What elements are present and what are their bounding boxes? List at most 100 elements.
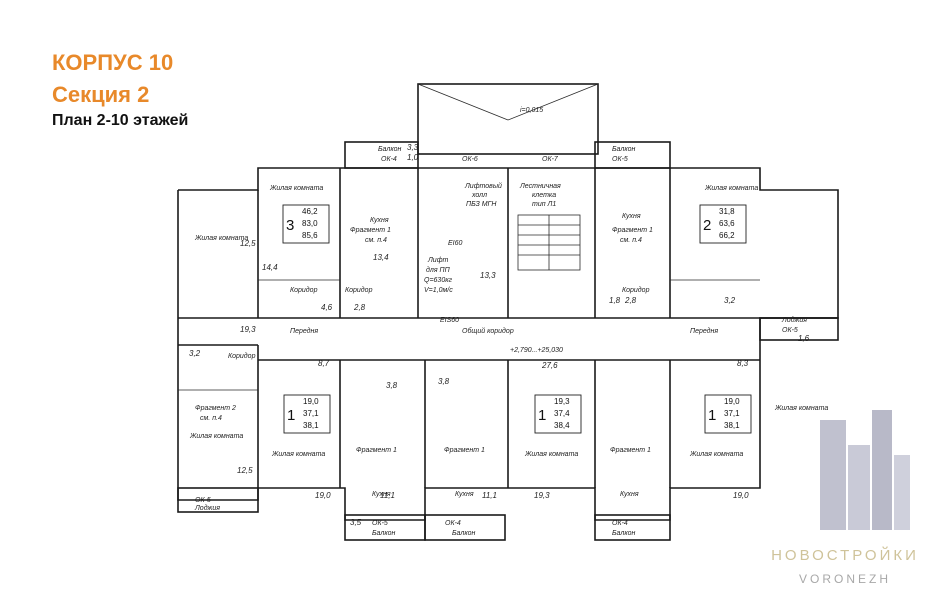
lift-hall-label: Лифтовый (464, 182, 502, 190)
fragment-label: Фрагмент 1 (350, 227, 391, 234)
loggia-right (759, 317, 839, 341)
svg-text:3,2: 3,2 (724, 296, 736, 305)
apartment-info-1room-b: 1 19,3 37,4 38,4 (534, 394, 582, 434)
room-label: Жилая комната (271, 451, 325, 458)
svg-text:12,5: 12,5 (237, 466, 253, 475)
apartment-info-2room: 2 31,8 63,6 66,2 (699, 204, 747, 244)
balcony-label: Балкон (452, 530, 476, 537)
stair-label: тип Л1 (532, 201, 556, 208)
svg-text:13,3: 13,3 (480, 271, 496, 280)
loggia-label: Лоджия (194, 504, 220, 512)
room-label: Кухня (620, 491, 639, 498)
roof-line (417, 83, 509, 121)
svg-text:38,1: 38,1 (724, 421, 740, 430)
window-mark: ОК-5 (372, 520, 388, 527)
svg-text:19,0: 19,0 (724, 397, 740, 406)
window-mark: ОК-4 (381, 156, 397, 163)
svg-text:38,1: 38,1 (303, 421, 319, 430)
svg-text:11,1: 11,1 (380, 491, 395, 500)
svg-text:3,5: 3,5 (350, 518, 362, 527)
brand-name: НОВОСТРОЙКИ (771, 547, 919, 564)
window-mark: ОК-7 (542, 156, 559, 163)
lift-label: для ПП (426, 266, 451, 274)
svg-text:19,3: 19,3 (534, 491, 550, 500)
svg-text:2,8: 2,8 (353, 303, 366, 312)
window-mark: ОК-5 (195, 497, 211, 504)
svg-text:31,8: 31,8 (719, 207, 735, 216)
lift-hall-label: холл (471, 192, 487, 199)
fragment-label: Фрагмент 1 (612, 227, 653, 234)
svg-text:4,6: 4,6 (321, 303, 333, 312)
svg-text:3: 3 (286, 217, 294, 234)
plan-title: План 2-10 этажей (52, 112, 189, 129)
window-mark: ОК-5 (612, 156, 628, 163)
svg-text:66,2: 66,2 (719, 231, 735, 240)
room-label: Коридор (345, 286, 373, 294)
room-label: Жилая комната (704, 185, 758, 192)
svg-text:13,4: 13,4 (373, 253, 389, 262)
room-label: Кухня (372, 491, 391, 498)
apartment-info-1room-c: 1 19,0 37,1 38,1 (704, 394, 752, 434)
window-mark: ОК-6 (462, 156, 478, 163)
svg-text:37,1: 37,1 (303, 409, 319, 418)
fragment-label: Фрагмент 1 (444, 447, 485, 454)
svg-text:14,4: 14,4 (262, 263, 278, 272)
apartment-info-1room-a: 1 19,0 37,1 38,1 (283, 394, 331, 434)
room-label: Передня (290, 327, 318, 335)
svg-text:12,5: 12,5 (240, 239, 256, 248)
fragment-label: Фрагмент 1 (356, 447, 397, 454)
fire-mark: EI60 (448, 240, 463, 247)
apartment-info-3room: 3 46,2 83,0 85,6 (282, 204, 330, 244)
loggia-bottom-left (177, 487, 259, 513)
svg-text:37,1: 37,1 (724, 409, 740, 418)
window-mark: ОК-4 (612, 520, 628, 527)
svg-text:27,6: 27,6 (541, 361, 558, 370)
room-label: Коридор (290, 286, 318, 294)
window-mark: ОК-4 (445, 520, 461, 527)
svg-text:8,3: 8,3 (737, 359, 749, 368)
svg-text:3,3: 3,3 (407, 143, 419, 152)
roof-line (507, 83, 599, 121)
room-label: Передня (690, 327, 718, 335)
balcony-bottom (594, 514, 671, 541)
balcony-label: Балкон (378, 146, 402, 153)
room-label: Жилая комната (189, 433, 243, 440)
svg-text:38,4: 38,4 (554, 421, 570, 430)
svg-text:46,2: 46,2 (302, 207, 318, 216)
svg-text:85,6: 85,6 (302, 231, 318, 240)
room-label: Жилая комната (269, 185, 323, 192)
balcony-label: Балкон (612, 146, 636, 153)
stair-label: клетка (532, 192, 556, 199)
lift-label: Q=630кг (424, 277, 453, 284)
balcony-bottom (424, 514, 506, 541)
svg-text:19,0: 19,0 (733, 491, 749, 500)
room-label: Коридор (228, 352, 256, 360)
svg-text:1: 1 (287, 407, 295, 424)
lift-label: V=1,0м/с (424, 287, 453, 294)
stairwell (517, 214, 581, 271)
brand-logo-icon (820, 410, 910, 530)
svg-text:3,2: 3,2 (189, 349, 201, 358)
roof-exit-area (417, 83, 599, 155)
fragment-label: Фрагмент 1 (610, 447, 651, 454)
room-label: Коридор (622, 286, 650, 294)
svg-text:8,7: 8,7 (318, 359, 330, 368)
svg-text:1: 1 (538, 407, 546, 424)
svg-text:2: 2 (703, 217, 711, 234)
svg-text:1,8: 1,8 (609, 296, 621, 305)
room-areas: 12,5 19,3 14,4 13,4 13,3 27,6 8,3 12,5 1… (189, 143, 810, 527)
fire-mark: EIS60 (440, 317, 459, 324)
room-label: Жилая комната (774, 405, 828, 412)
svg-text:3,8: 3,8 (438, 377, 450, 386)
svg-text:1,0: 1,0 (407, 153, 419, 162)
fragment-note: см. п.4 (365, 237, 387, 244)
room-label: Жилая комната (689, 451, 743, 458)
room-label: Кухня (622, 213, 641, 220)
section-title: Секция 2 (52, 82, 150, 107)
svg-text:19,3: 19,3 (240, 325, 256, 334)
stair-label: Лестничная (519, 183, 561, 190)
svg-text:1,6: 1,6 (798, 334, 810, 343)
svg-text:19,0: 19,0 (315, 491, 331, 500)
room-label: Жилая комната (524, 451, 578, 458)
